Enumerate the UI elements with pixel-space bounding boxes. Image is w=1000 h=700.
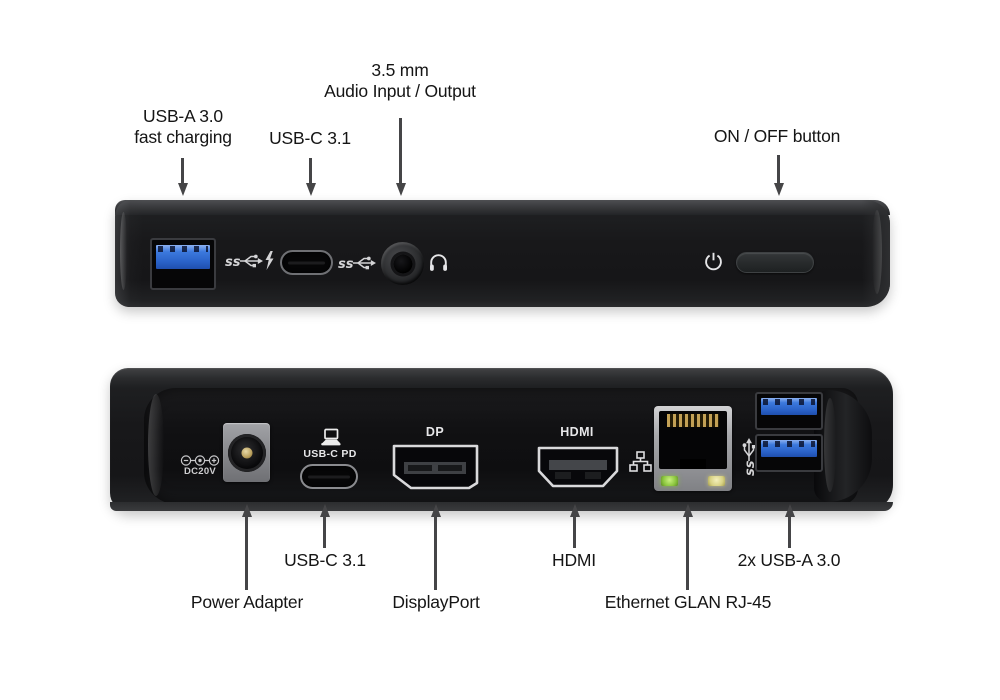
arrow-usb-a-fast-charging xyxy=(181,158,184,183)
power-icon xyxy=(705,252,722,271)
usb-a-blue-tongue xyxy=(761,440,817,457)
callout-on-off-label: ON / OFF button xyxy=(713,126,841,146)
svg-text:ss: ss xyxy=(338,257,354,272)
callout-usb-c-front-label: USB-C 3.1 xyxy=(269,128,351,148)
callout-ethernet: Ethernet GLAN RJ-45 xyxy=(588,592,788,613)
arrow-hdmi xyxy=(573,517,576,548)
headphones-icon xyxy=(430,254,447,271)
ethernet-led-yellow xyxy=(708,476,725,486)
usb-ss-fast-charge-icon: ss xyxy=(225,251,274,270)
hdmi-port xyxy=(537,446,619,488)
arrow-usb-a-rear xyxy=(788,517,791,548)
power-adapter-jack xyxy=(223,423,270,482)
callout-usb-a-line2: fast charging xyxy=(134,127,232,147)
callout-usb-a-fast-charging: USB-A 3.0 fast charging xyxy=(103,106,263,148)
callout-power-adapter-label: Power Adapter xyxy=(190,592,304,612)
callout-audio: 3.5 mm Audio Input / Output xyxy=(300,60,500,102)
usb-c-pd-port xyxy=(300,464,358,489)
svg-text:ss: ss xyxy=(743,460,758,476)
rear-bottom-edge xyxy=(110,502,893,511)
arrow-power-adapter xyxy=(245,517,248,590)
lightning-bolt-glyph xyxy=(265,251,274,270)
callout-usb-c-rear: USB-C 3.1 xyxy=(255,550,395,571)
laptop-icon xyxy=(321,428,341,446)
hdmi-marking: HDMI xyxy=(560,425,594,439)
dock-front-view: ss ss xyxy=(115,200,890,307)
callout-ethernet-label: Ethernet GLAN RJ-45 xyxy=(604,592,772,612)
front-left-edge xyxy=(115,200,143,307)
callout-displayport: DisplayPort xyxy=(366,592,506,613)
callout-usb-c-front: USB-C 3.1 xyxy=(230,128,390,149)
dc-barrel-cavity xyxy=(227,433,266,472)
arrow-audio xyxy=(399,118,402,183)
callout-usb-a-line1: USB-A 3.0 xyxy=(143,106,223,126)
callout-on-off: ON / OFF button xyxy=(697,126,857,147)
front-top-edge xyxy=(115,200,890,215)
rear-panel-left-highlight xyxy=(148,394,164,496)
rear-right-gloss xyxy=(814,390,872,502)
usb-a-blue-tongue xyxy=(761,398,817,415)
callout-hdmi: HDMI xyxy=(504,550,644,571)
callout-hdmi-label: HDMI xyxy=(552,550,596,570)
arrow-usb-c-rear xyxy=(323,517,326,548)
usb-a-rear-port-bottom xyxy=(755,434,823,472)
callout-audio-line2: Audio Input / Output xyxy=(324,81,476,101)
usb-a-rear-port-top xyxy=(755,392,823,430)
usb-a-fast-charging-port xyxy=(150,238,216,290)
callout-audio-line1: 3.5 mm xyxy=(371,60,429,80)
svg-text:ss: ss xyxy=(225,255,241,270)
usb-a-blue-tongue xyxy=(156,245,210,269)
callout-displayport-label: DisplayPort xyxy=(392,592,480,612)
dc-polarity-icon xyxy=(180,455,220,466)
callout-usb-a-rear: 2x USB-A 3.0 xyxy=(719,550,859,571)
displayport-port xyxy=(392,444,479,490)
arrow-ethernet xyxy=(686,517,689,590)
arrow-on-off xyxy=(777,155,780,183)
arrow-displayport xyxy=(434,517,437,590)
power-button xyxy=(736,252,814,273)
front-right-edge xyxy=(850,200,890,307)
usb-ss-icon: ss xyxy=(338,256,376,272)
rj45-gold-pins xyxy=(667,414,719,427)
dc-voltage-marking: DC20V xyxy=(183,466,217,477)
usb-c-front-port xyxy=(280,250,333,275)
callout-power-adapter: Power Adapter xyxy=(177,592,317,613)
dc-center-pin xyxy=(241,447,252,458)
dock-rear-view: DC20V USB-C PD DP HDMI xyxy=(110,368,893,511)
ethernet-icon xyxy=(629,451,652,472)
callout-usb-a-rear-label: 2x USB-A 3.0 xyxy=(737,550,841,570)
ethernet-rj45-port xyxy=(654,406,732,491)
dp-marking: DP xyxy=(425,425,445,439)
callout-usb-c-rear-label: USB-C 3.1 xyxy=(284,550,366,570)
usb-ss-vertical-icon: ss xyxy=(737,438,758,476)
rj45-cavity xyxy=(659,411,727,469)
usb-c-pd-marking: USB-C PD xyxy=(303,448,357,460)
arrow-usb-c-front xyxy=(309,158,312,183)
ethernet-led-green xyxy=(661,476,678,486)
rj45-latch-slot xyxy=(680,459,706,469)
audio-jack-port xyxy=(381,242,424,285)
